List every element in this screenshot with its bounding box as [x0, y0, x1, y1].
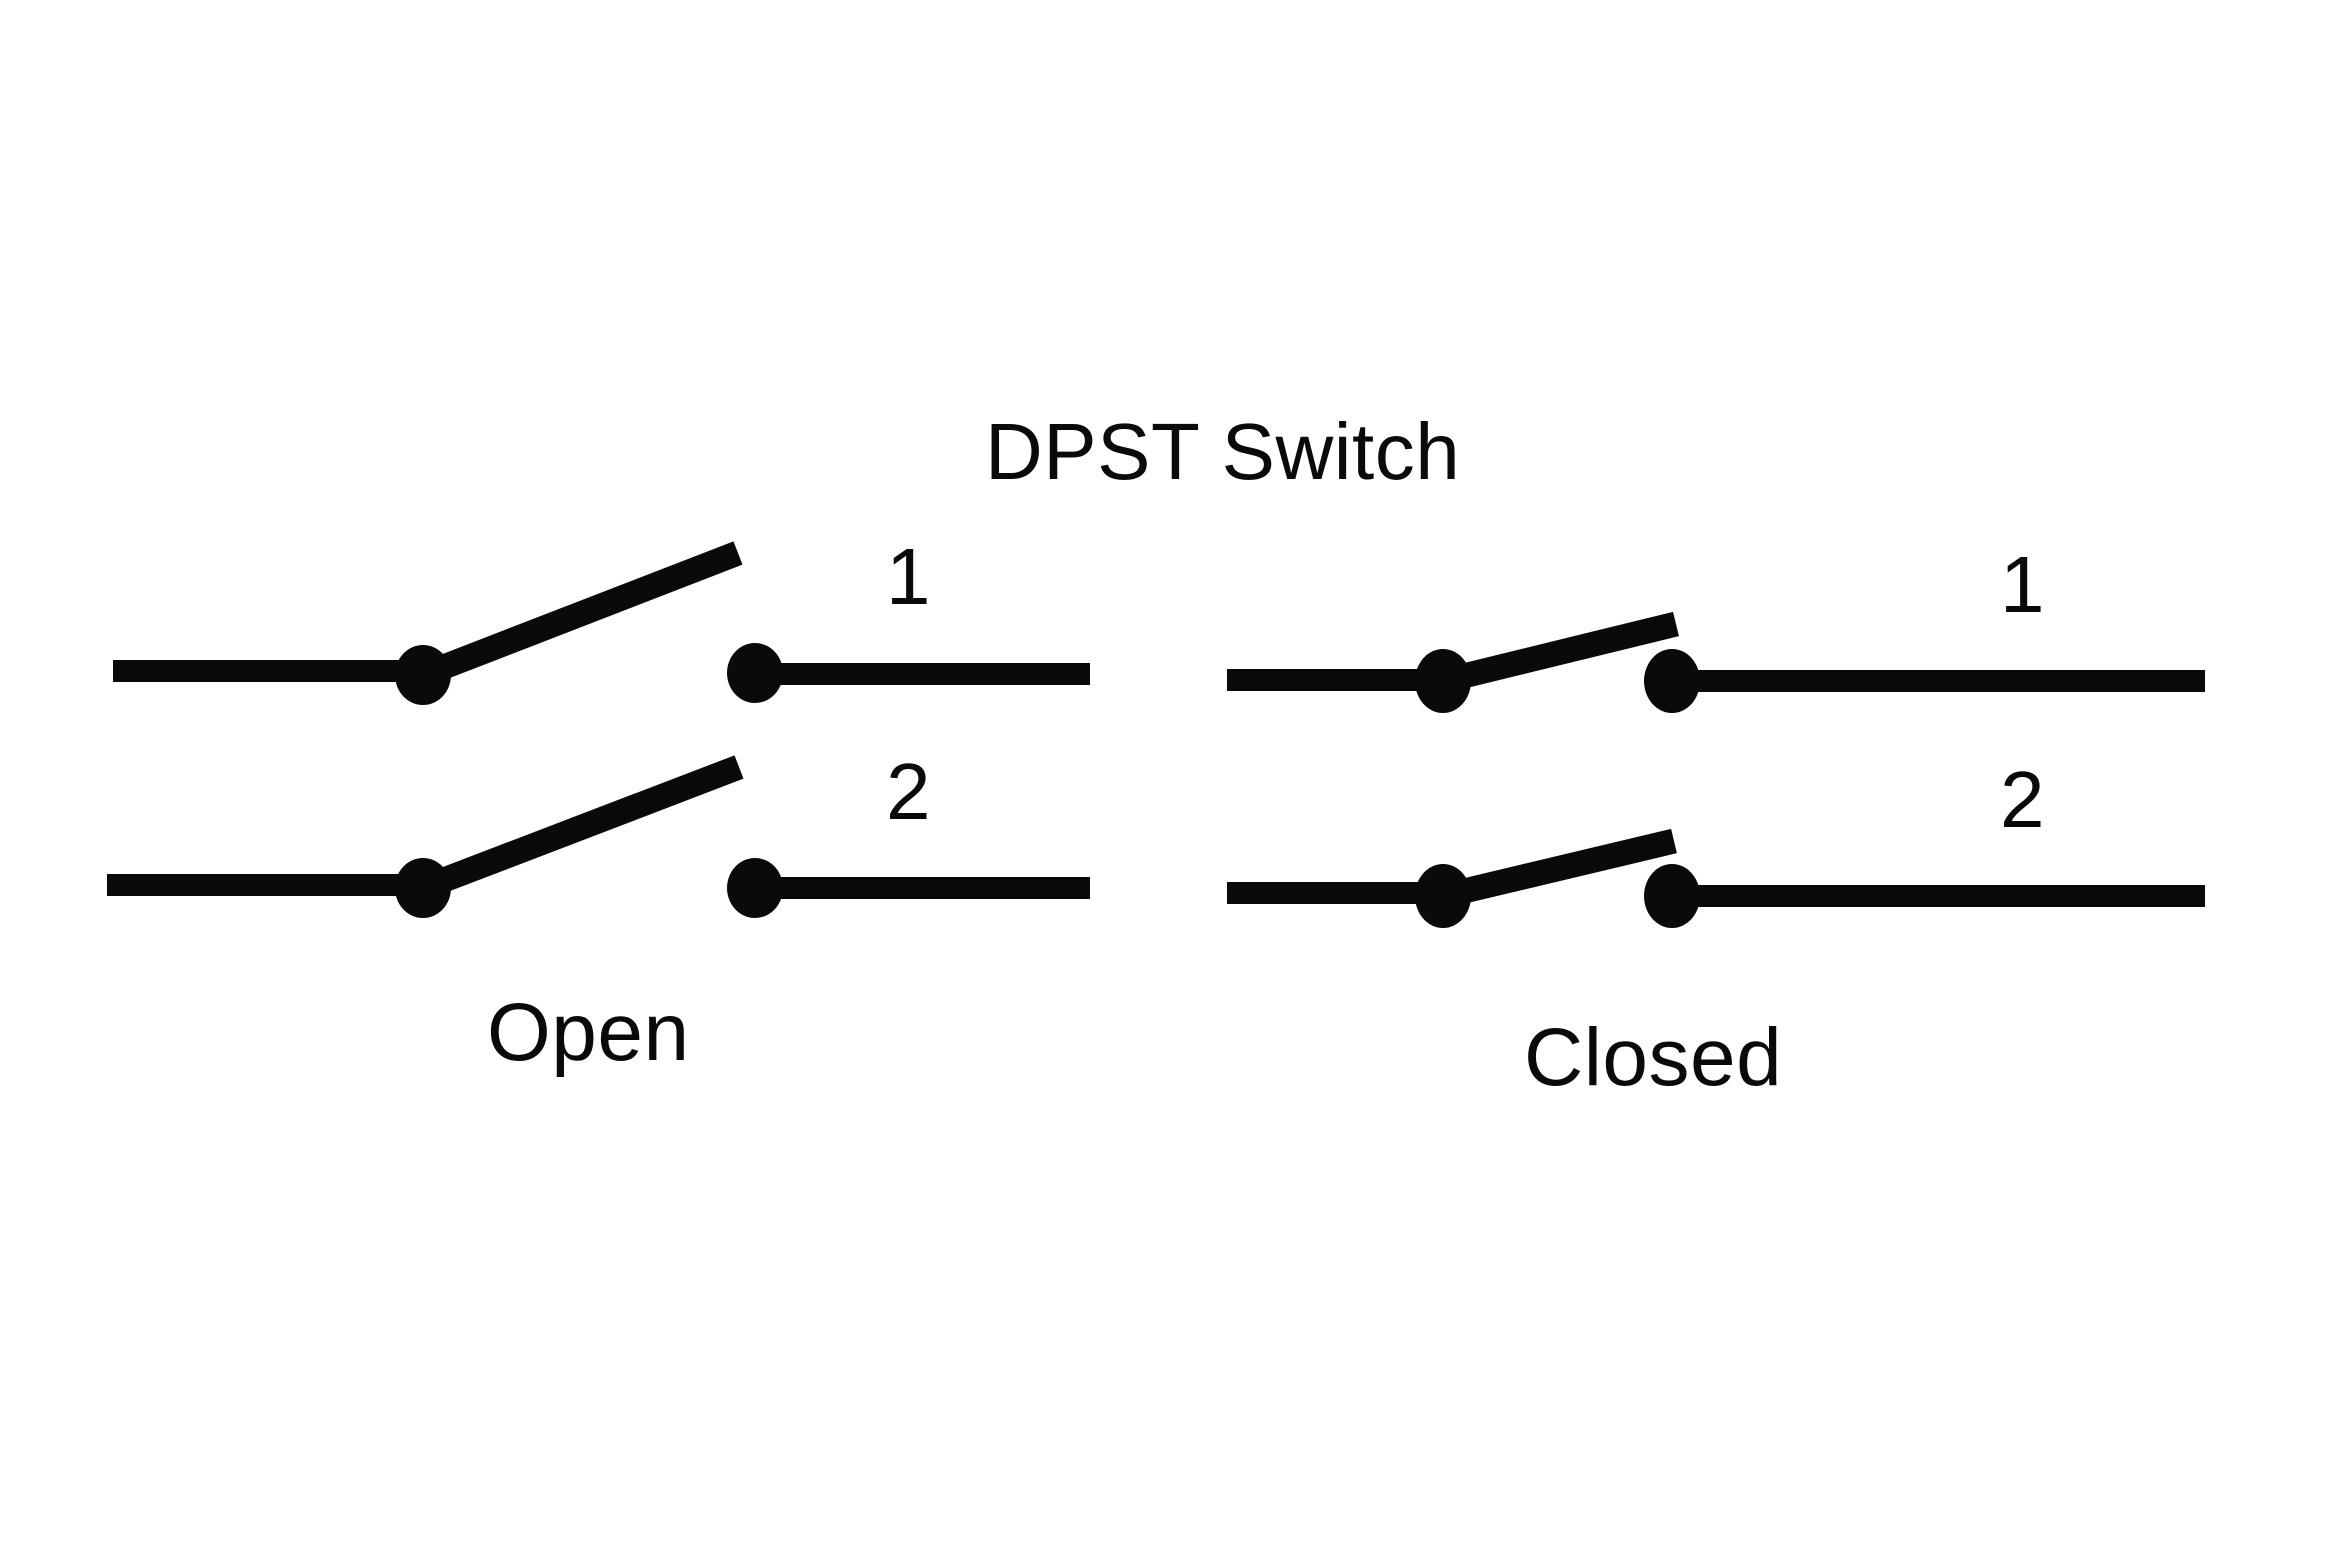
closed-pole-2-terminal-dot	[1644, 864, 1700, 928]
closed-pole-2-lever[interactable]	[1440, 828, 1677, 909]
open-pole-2-lever[interactable]	[418, 755, 744, 900]
closed-pole-1-terminal-label: 1	[2000, 540, 2045, 629]
closed-state-label: Closed	[1524, 1012, 1783, 1103]
diagram-title: DPST Switch	[985, 407, 1461, 496]
closed-pole-1-pivot-dot	[1415, 649, 1471, 713]
open-pole-1-terminal-dot	[727, 643, 783, 703]
open-pole-2-terminal-label: 2	[886, 747, 931, 836]
closed-pole-1-lever[interactable]	[1440, 611, 1679, 694]
open-pole-2	[107, 755, 1090, 918]
open-switch-group	[107, 541, 1090, 918]
open-pole-1-pivot-dot	[395, 645, 451, 705]
closed-pole-1	[1227, 611, 2205, 713]
open-pole-1	[113, 541, 1090, 705]
open-pole-2-terminal-dot	[727, 858, 783, 918]
open-state-label: Open	[487, 987, 690, 1078]
open-pole-1-terminal-label: 1	[886, 532, 931, 621]
closed-switch-group	[1227, 611, 2205, 928]
closed-pole-1-terminal-dot	[1644, 649, 1700, 713]
closed-pole-2	[1227, 828, 2205, 928]
closed-pole-2-terminal-label: 2	[2000, 755, 2045, 844]
closed-pole-2-pivot-dot	[1415, 864, 1471, 928]
open-pole-1-lever[interactable]	[418, 541, 743, 687]
open-pole-2-pivot-dot	[395, 858, 451, 918]
